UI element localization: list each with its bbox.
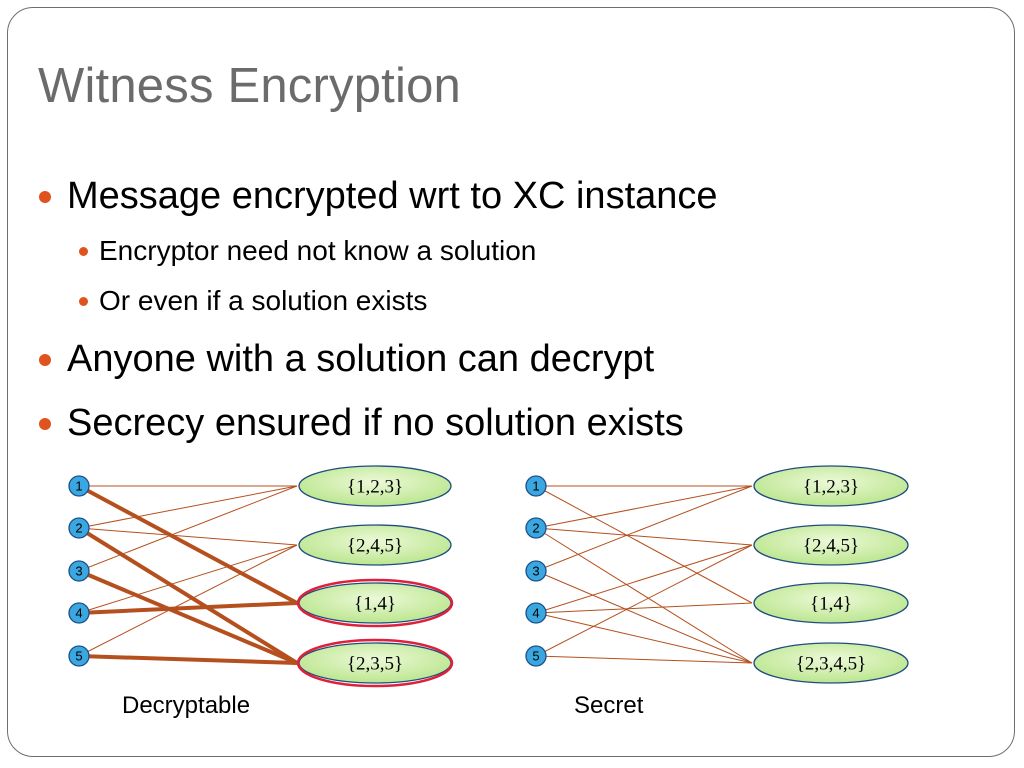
slide-title: Witness Encryption	[38, 59, 461, 113]
set-node-label: {1,4}	[354, 594, 396, 615]
element-node	[525, 560, 547, 582]
bullet-text: Secrecy ensured if no solution exists	[67, 402, 684, 444]
element-node-label: 5	[75, 649, 82, 664]
edge	[78, 485, 298, 572]
diagram-secret: 1 2 3 4 5 {1,2,3} {2,4,5} {1,4} {2,3,4,5}	[525, 465, 909, 684]
element-node	[525, 645, 547, 667]
bullet-list: Message encrypted wrt to XC instance Enc…	[39, 175, 718, 445]
edge	[535, 544, 753, 657]
set-node	[753, 642, 909, 684]
bullet-dot-icon	[79, 297, 88, 306]
set-node	[753, 582, 909, 624]
sub-bullet-item: Or even if a solution exists	[79, 285, 428, 317]
bullet-item: Anyone with a solution can decrypt	[39, 338, 655, 381]
bullet-text: Message encrypted wrt to XC instance	[67, 175, 718, 217]
element-node	[68, 602, 90, 624]
set-node-label: {1,4}	[810, 594, 852, 615]
set-node	[753, 465, 909, 507]
edge	[535, 544, 753, 614]
edge	[535, 570, 753, 664]
set-highlight-ring	[296, 578, 454, 628]
set-node-label: {2,3,5}	[347, 654, 403, 675]
edge	[535, 485, 753, 604]
edge	[78, 544, 298, 614]
set-highlight-ring	[296, 638, 454, 688]
edge-bold	[78, 601, 298, 615]
edge	[78, 527, 298, 546]
slide-frame	[7, 7, 1015, 757]
bullet-dot-icon	[39, 191, 51, 203]
element-node	[68, 475, 90, 497]
bullet-dot-icon	[39, 418, 51, 430]
element-node	[68, 645, 90, 667]
edge	[78, 544, 298, 657]
sub-bullet-text: Or even if a solution exists	[99, 285, 428, 316]
element-node-label: 2	[75, 521, 82, 536]
edge-bold	[78, 654, 298, 665]
edge	[535, 527, 753, 664]
element-node	[68, 560, 90, 582]
element-node-label: 2	[532, 521, 539, 536]
edge	[535, 602, 753, 614]
element-node-label: 5	[532, 649, 539, 664]
element-node-label: 1	[532, 479, 539, 494]
element-node-label: 1	[75, 479, 82, 494]
set-node-label: {2,3,4,5}	[796, 654, 867, 675]
set-node	[298, 524, 452, 566]
bullet-text: Anyone with a solution can decrypt	[67, 338, 655, 380]
edge	[78, 485, 298, 529]
edge	[535, 485, 753, 572]
set-node	[298, 465, 452, 507]
edge	[535, 485, 753, 529]
element-node	[525, 517, 547, 539]
edge-bold	[77, 526, 299, 665]
bullet-dot-icon	[39, 354, 51, 366]
set-node-label: {2,4,5}	[347, 536, 403, 557]
bullet-item: Secrecy ensured if no solution exists	[39, 402, 684, 445]
sub-bullet-item: Encryptor need not know a solution	[79, 235, 537, 267]
sub-bullet-text: Encryptor need not know a solution	[99, 235, 537, 266]
caption-secret: Secret	[574, 692, 644, 719]
edge	[535, 612, 753, 664]
bullet-item: Message encrypted wrt to XC instance	[39, 175, 718, 218]
element-node-label: 3	[75, 564, 82, 579]
bullet-dot-icon	[79, 247, 88, 256]
set-node	[753, 524, 909, 566]
edge	[535, 527, 753, 546]
element-node-label: 3	[532, 564, 539, 579]
edge	[535, 655, 753, 664]
edge-bold	[78, 484, 298, 605]
set-node-label: {1,2,3}	[803, 477, 859, 498]
caption-decryptable: Decryptable	[122, 692, 251, 719]
element-node	[525, 602, 547, 624]
set-node-label: {1,2,3}	[347, 477, 403, 498]
edge-bold	[78, 569, 298, 665]
diagram-decryptable: 1 2 3 4 5 {1,2,3} {2,4,5} {1,4} {2,3,5}	[68, 465, 454, 688]
set-node-label: {2,4,5}	[803, 536, 859, 557]
element-node-label: 4	[532, 606, 539, 621]
element-node	[525, 475, 547, 497]
element-node-label: 4	[75, 606, 82, 621]
element-node	[68, 517, 90, 539]
